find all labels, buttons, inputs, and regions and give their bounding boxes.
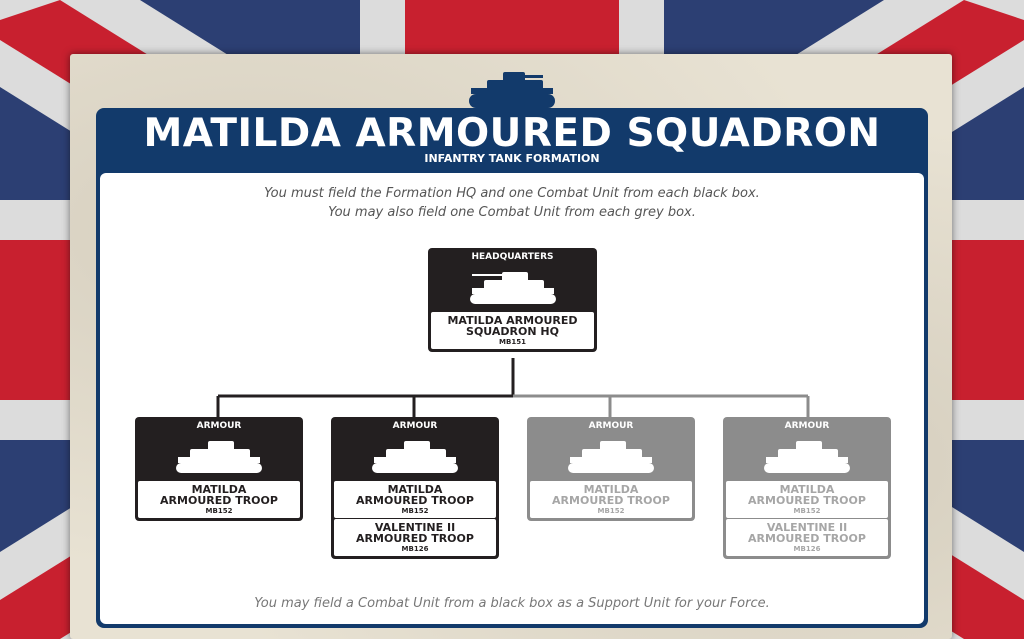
box-header: ARMOUR <box>392 421 438 431</box>
armour-box-2: ARMOUR MATILDA ARMOURED TROOP MB152 VALE… <box>331 417 499 559</box>
unit-name-line-1: MATILDA <box>583 483 639 496</box>
footer-note: You may field a Combat Unit from a black… <box>254 596 770 611</box>
unit-name-line-2: ARMOURED TROOP <box>160 494 278 507</box>
tank-silhouette-icon <box>469 272 556 304</box>
unit-card[interactable]: VALENTINE II ARMOURED TROOP MB126 <box>334 519 496 556</box>
unit-card[interactable]: VALENTINE II ARMOURED TROOP MB126 <box>726 519 888 556</box>
box-art <box>527 435 695 481</box>
unit-name-line-1: MATILDA <box>779 483 835 496</box>
tank-silhouette-icon <box>372 441 458 473</box>
box-art <box>135 435 303 481</box>
unit-code: MB152 <box>597 507 625 515</box>
unit-card[interactable]: MATILDA ARMOURED TROOP MB152 <box>138 481 300 518</box>
tank-logo-icon <box>469 72 555 108</box>
armour-box-4: ARMOUR MATILDA ARMOURED TROOP MB152 VALE… <box>723 417 891 559</box>
unit-code: MB152 <box>401 507 429 515</box>
hq-header: HEADQUARTERS <box>471 252 554 262</box>
unit-name-line-1: MATILDA <box>191 483 247 496</box>
unit-card[interactable]: MATILDA ARMOURED TROOP MB152 <box>530 481 692 518</box>
unit-code: MB126 <box>401 545 429 553</box>
unit-code: MB151 <box>499 338 526 346</box>
box-header: ARMOUR <box>588 421 634 431</box>
unit-name-line-1: MATILDA <box>387 483 443 496</box>
tank-silhouette-icon <box>176 441 262 473</box>
hq-box: HEADQUARTERS MATILDA ARMOURED SQUADRON H… <box>428 248 597 352</box>
unit-name-line-1: VALENTINE II <box>374 521 456 534</box>
hq-art <box>428 266 597 312</box>
box-header: ARMOUR <box>196 421 242 431</box>
unit-name-line-1: VALENTINE II <box>766 521 848 534</box>
unit-card[interactable]: MATILDA ARMOURED TROOP MB152 <box>334 481 496 518</box>
tank-silhouette-icon <box>568 441 654 473</box>
unit-code: MB152 <box>793 507 821 515</box>
unit-code: MB126 <box>793 545 821 553</box>
page-title: MATILDA ARMOURED SQUADRON <box>143 111 881 156</box>
hq-unit[interactable]: MATILDA ARMOURED SQUADRON HQ MB151 <box>431 312 594 349</box>
box-art <box>331 435 499 481</box>
unit-separator <box>726 518 888 519</box>
instruction-line-2: You may also field one Combat Unit from … <box>328 205 696 220</box>
unit-code: MB152 <box>205 507 233 515</box>
page-subtitle: INFANTRY TANK FORMATION <box>424 152 600 165</box>
unit-name-line-1: MATILDA ARMOURED <box>447 314 578 327</box>
unit-name-line-2: ARMOURED TROOP <box>356 494 474 507</box>
tank-silhouette-icon <box>764 441 850 473</box>
unit-name-line-2: ARMOURED TROOP <box>552 494 670 507</box>
unit-card[interactable]: MATILDA ARMOURED TROOP MB152 <box>726 481 888 518</box>
instruction-line-1: You must field the Formation HQ and one … <box>264 186 760 201</box>
unit-name-line-2: ARMOURED TROOP <box>748 532 866 545</box>
box-header: ARMOUR <box>784 421 830 431</box>
box-art <box>723 435 891 481</box>
unit-name-line-2: ARMOURED TROOP <box>748 494 866 507</box>
armour-box-3: ARMOUR MATILDA ARMOURED TROOP MB152 <box>527 417 695 521</box>
unit-separator <box>334 518 496 519</box>
unit-name-line-2: ARMOURED TROOP <box>356 532 474 545</box>
armour-box-1: ARMOUR MATILDA ARMOURED TROOP MB152 <box>135 417 303 521</box>
unit-name-line-2: SQUADRON HQ <box>466 325 559 338</box>
